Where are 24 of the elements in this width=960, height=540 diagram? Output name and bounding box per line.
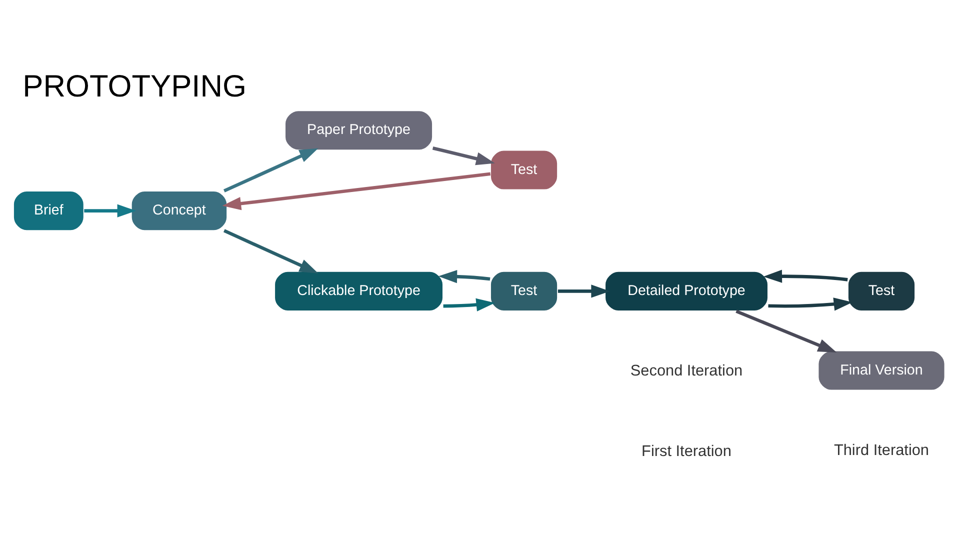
diagram-title: PROTOTYPING: [22, 68, 246, 104]
node-box: Clickable Prototype: [273, 270, 444, 312]
arrow: [768, 298, 852, 311]
node-box: Final Version: [817, 350, 945, 391]
node-box: Detailed Prototype: [604, 270, 768, 312]
label: Third Iteration: [833, 442, 929, 460]
arrow: [438, 270, 490, 284]
arrow: [557, 284, 610, 298]
node-box: Concept: [130, 190, 228, 232]
node-box: Brief: [12, 190, 84, 232]
arrow: [222, 148, 318, 192]
node-box: Test: [489, 150, 558, 190]
arrow: [432, 146, 494, 166]
arrow: [442, 298, 495, 312]
node-box: Test: [846, 270, 916, 312]
label: First Iteration: [641, 443, 731, 460]
node-box: Paper Prototype: [284, 110, 433, 151]
arrow: [762, 270, 848, 283]
arrow: [84, 204, 136, 218]
arrow: [735, 310, 836, 353]
arrow: [222, 229, 318, 274]
label: Second Iteration: [630, 362, 742, 380]
node-box: Test: [489, 270, 558, 312]
arrow: [222, 172, 490, 210]
